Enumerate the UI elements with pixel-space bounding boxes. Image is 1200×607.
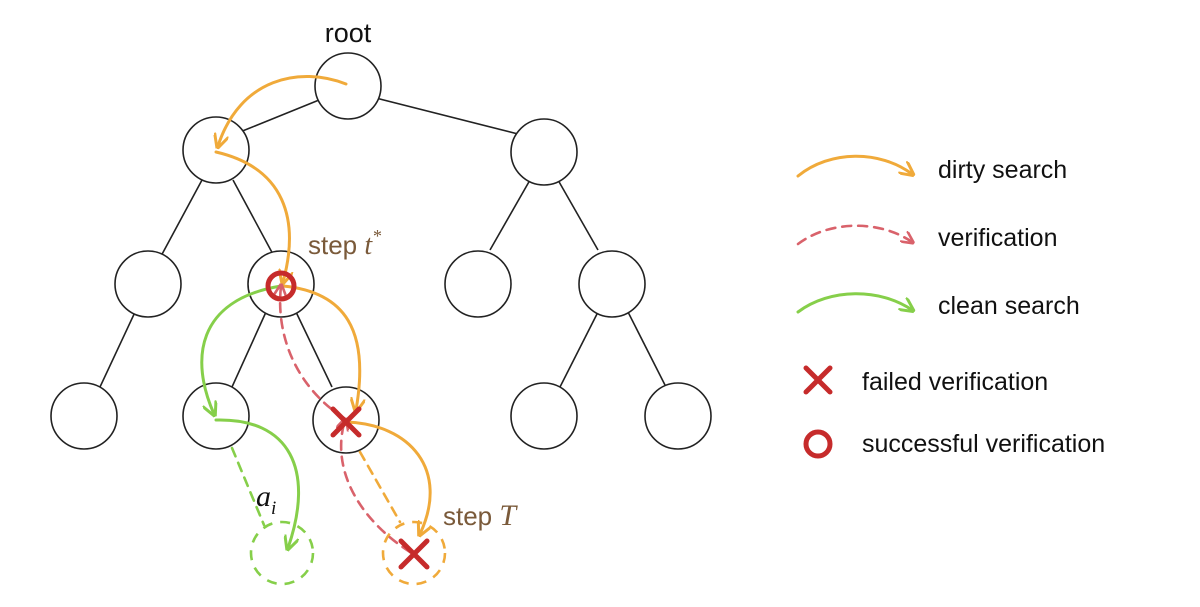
node-right-1 (510, 118, 578, 186)
node-right-3a (510, 382, 578, 450)
edge-root-right (375, 97, 519, 135)
step-t-star-label: step t* (308, 226, 381, 261)
node-root (314, 52, 382, 120)
node-right-2b (578, 250, 646, 318)
node-right-3b (644, 382, 712, 450)
successful-verification-marker (265, 270, 297, 302)
legend-verification-label: verification (938, 224, 1058, 252)
dirty-search-arrow-4 (344, 420, 430, 534)
root-label: root (325, 18, 372, 48)
edge-l2a-l3a (99, 309, 137, 388)
dirty-search-arrow-1 (218, 75, 348, 146)
tree-edges (99, 97, 667, 388)
legend-verification-arrow (796, 224, 912, 246)
ghost-edge-green (230, 446, 266, 527)
edge-l2b-l3c (295, 311, 333, 388)
legend-dirty-search-arrow (796, 154, 912, 176)
failed-verification-marker-2 (398, 538, 430, 570)
edge-r2b-r3b (627, 311, 667, 388)
node-left-3a (50, 382, 118, 450)
edge-r2b-r3a (559, 311, 599, 388)
tree-nodes (50, 52, 712, 454)
ghost-node-dirty (381, 520, 447, 586)
verification-arrow-1 (341, 420, 412, 554)
edge-l2b-l3b (231, 311, 267, 388)
node-left-2a (114, 250, 182, 318)
edge-l1-l2a (159, 179, 203, 259)
legend-failed-verification-label: failed verification (862, 368, 1048, 396)
edge-root-left (239, 97, 325, 133)
ghost-edge-orange (358, 450, 402, 524)
failed-verification-marker-1 (330, 406, 362, 438)
a-i-label: ai (256, 480, 276, 519)
node-left-3b (182, 382, 250, 450)
dirty-search-arrow-2 (214, 150, 289, 282)
legend-successful-verification-label: successful verification (862, 430, 1105, 458)
verification-arrow-2 (280, 286, 346, 420)
legend: dirty search verification clean search f… (796, 154, 1105, 459)
edge-r1-r2a (489, 179, 531, 251)
node-right-2a (444, 250, 512, 318)
edge-r1-r2b (557, 179, 599, 251)
legend-dirty-search-label: dirty search (938, 156, 1067, 184)
edge-l1-l2b (232, 179, 276, 259)
legend-clean-search-label: clean search (938, 292, 1080, 320)
legend-successful-verification-icon (803, 429, 833, 459)
legend-clean-search-arrow (796, 292, 912, 312)
dirty-search-arrow-3 (281, 284, 360, 410)
clean-search-arrow-2 (214, 418, 301, 548)
ghost-node-clean (249, 520, 315, 586)
clean-search-arrow-1 (200, 284, 283, 414)
node-left-1 (182, 116, 250, 184)
step-T-label: step T (443, 499, 518, 532)
legend-failed-verification-icon (803, 365, 833, 395)
